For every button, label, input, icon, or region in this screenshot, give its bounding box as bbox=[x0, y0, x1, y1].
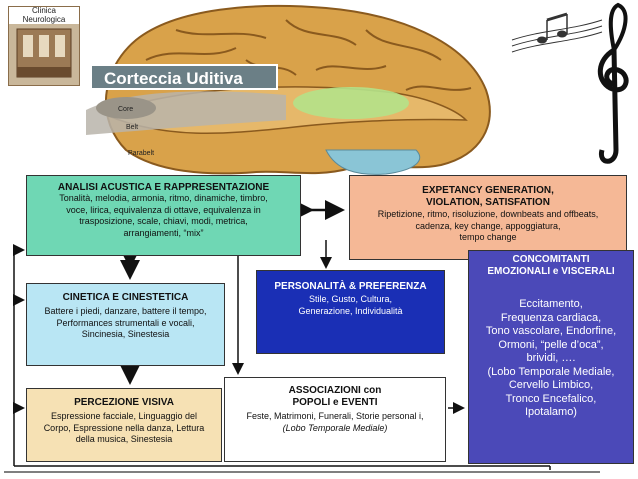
percezione-body: Espressione facciale, Linguaggio del Cor… bbox=[43, 411, 205, 444]
core-label: Core bbox=[118, 106, 133, 113]
box-expectancy: EXPETANCY GENERATION, VIOLATION, SATISFA… bbox=[349, 175, 627, 260]
expectancy-title: EXPETANCY GENERATION, VIOLATION, SATISFA… bbox=[422, 185, 554, 208]
music-notes-illustration bbox=[511, 2, 629, 164]
analisi-body: Tonalità, melodia, armonia, ritmo, dinam… bbox=[59, 193, 268, 238]
concomitanti-title: CONCOMITANTI EMOZIONALI e VISCERALI bbox=[487, 254, 615, 277]
concomitanti-body: Eccitamento, Frequenza cardiaca, Tono va… bbox=[485, 298, 617, 418]
box-personalita: PERSONALITÀ & PREFERENZA Stile, Gusto, C… bbox=[256, 270, 445, 354]
cinetica-title: CINETICA E CINESTETICA bbox=[62, 292, 189, 303]
box-concomitanti: CONCOMITANTI EMOZIONALI e VISCERALI Ecci… bbox=[468, 250, 634, 464]
analisi-title: ANALISI ACUSTICA E RAPPRESENTAZIONE bbox=[57, 182, 270, 193]
associazioni-sub: (Lobo Temporale Mediale) bbox=[282, 422, 388, 433]
box-cinetica: CINETICA E CINESTETICA Battere i piedi, … bbox=[26, 283, 225, 366]
box-analisi-acustica: ANALISI ACUSTICA E RAPPRESENTAZIONE Tona… bbox=[26, 175, 301, 256]
personalita-body: Stile, Gusto, Cultura, Generazione, Indi… bbox=[298, 294, 403, 316]
box-percezione-visiva: PERCEZIONE VISIVA Espressione facciale, … bbox=[26, 388, 222, 462]
logo-emblem bbox=[16, 28, 72, 78]
belt-label: Belt bbox=[126, 124, 138, 131]
expectancy-body: Ripetizione, ritmo, risoluzione, downbea… bbox=[377, 209, 599, 242]
cinetica-body: Battere i piedi, danzare, battere il tem… bbox=[44, 306, 207, 339]
brain-illustration: Core Belt Parabelt bbox=[86, 4, 491, 175]
box-associazioni: ASSOCIAZIONI con POPOLI e EVENTI Feste, … bbox=[224, 377, 446, 462]
title-banner: Corteccia Uditiva bbox=[90, 64, 278, 90]
associazioni-body: Feste, Matrimoni, Funerali, Storie perso… bbox=[246, 411, 424, 421]
parabelt-label: Parabelt bbox=[128, 150, 154, 157]
clinica-neurologica-logo: Clinica Neurologica bbox=[8, 6, 80, 86]
logo-text: Clinica Neurologica bbox=[9, 6, 79, 24]
associazioni-title: ASSOCIAZIONI con POPOLI e EVENTI bbox=[288, 385, 382, 408]
personalita-title: PERSONALITÀ & PREFERENZA bbox=[274, 281, 427, 292]
percezione-title: PERCEZIONE VISIVA bbox=[74, 397, 174, 408]
